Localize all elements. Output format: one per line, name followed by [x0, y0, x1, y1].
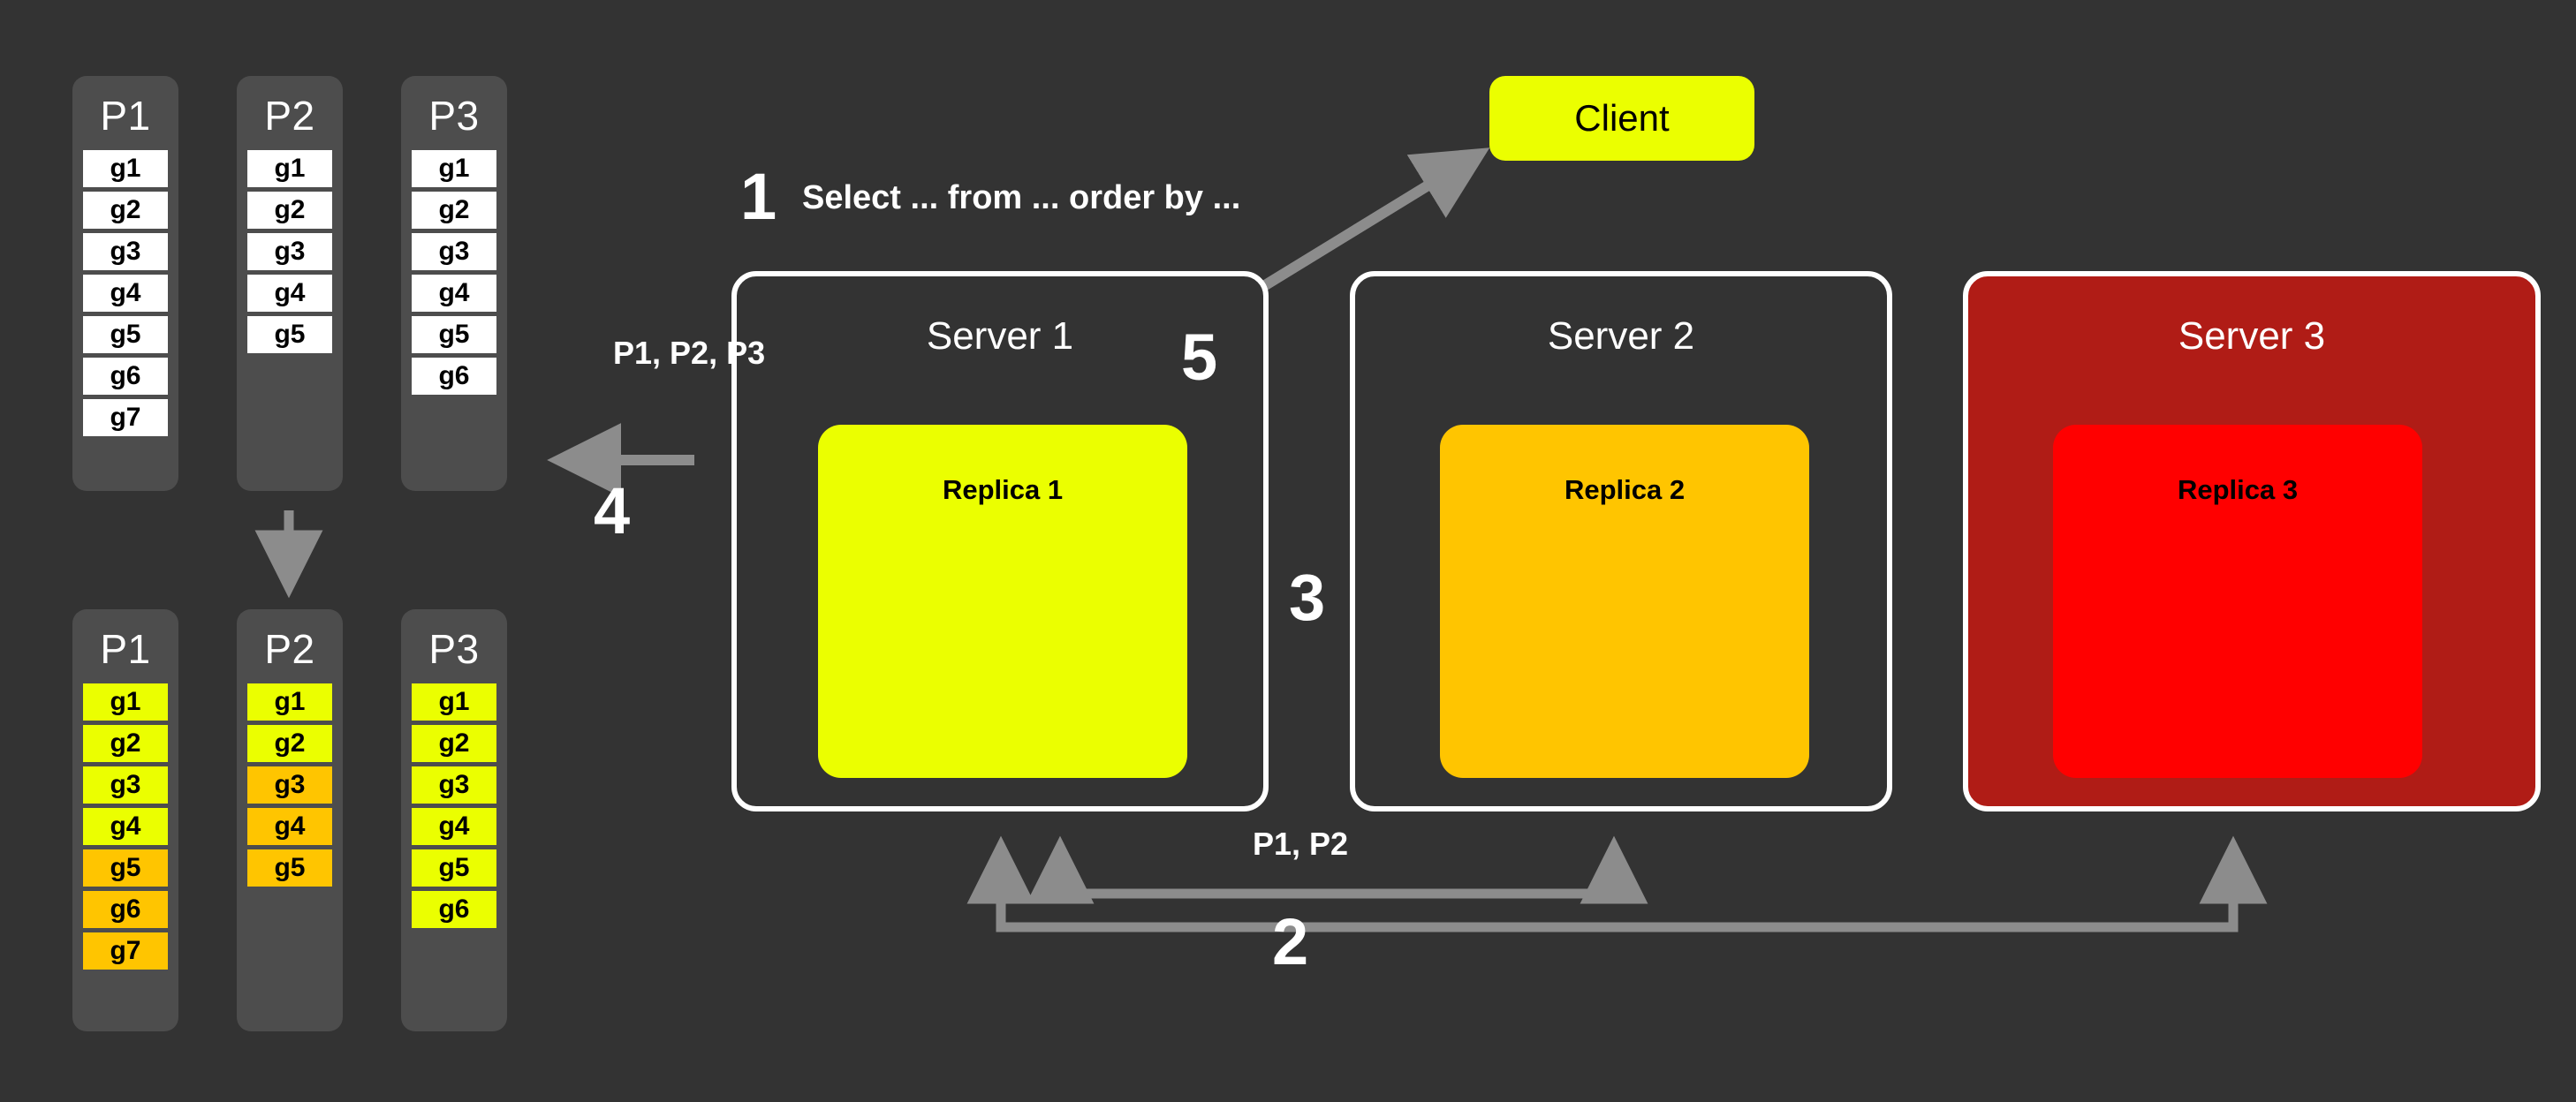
- partition-title: P1: [100, 626, 151, 672]
- partition-cell: g3: [412, 766, 496, 804]
- partition-cell: g4: [83, 275, 168, 312]
- partition-cell: g3: [412, 233, 496, 270]
- step-number-4: 4: [594, 474, 631, 547]
- server-3-box[interactable]: Server 3 Replica 3: [1963, 271, 2541, 811]
- client-box[interactable]: Client: [1489, 76, 1754, 161]
- partition-cell: g6: [83, 358, 168, 395]
- partition-cell: g2: [412, 192, 496, 229]
- partition-cell: g3: [83, 233, 168, 270]
- partition-title: P3: [428, 93, 480, 139]
- step-number-3: 3: [1289, 561, 1326, 634]
- label-p1-p2: P1, P2: [1253, 826, 1349, 862]
- partition-cell: g2: [412, 725, 496, 762]
- query-text: Select ... from ... order by ...: [802, 179, 1241, 216]
- partition-cell: g2: [247, 725, 332, 762]
- replica-label: Replica 2: [1564, 474, 1686, 505]
- client-label: Client: [1574, 97, 1670, 139]
- partition-cells: g1 g2 g3 g4 g5 g6: [401, 150, 507, 395]
- partition-cell: g7: [83, 932, 168, 970]
- partition-cell: g5: [83, 316, 168, 353]
- partition-cell: g3: [247, 233, 332, 270]
- step-number-1: 1: [740, 160, 777, 233]
- partition-cell: g4: [83, 808, 168, 845]
- partition-card-top-p2: P2 g1 g2 g3 g4 g5: [237, 76, 343, 491]
- partition-cell: g5: [412, 849, 496, 887]
- partition-cell: g4: [247, 808, 332, 845]
- partition-cell: g5: [247, 316, 332, 353]
- server-1-box[interactable]: Server 1 Replica 1: [731, 271, 1269, 811]
- partition-card-top-p1: P1 g1 g2 g3 g4 g5 g6 g7: [72, 76, 178, 491]
- partition-cell: g2: [83, 192, 168, 229]
- partition-cell: g6: [412, 358, 496, 395]
- partition-cell: g2: [247, 192, 332, 229]
- partition-card-bottom-p3: P3 g1 g2 g3 g4 g5 g6: [401, 609, 507, 1031]
- partition-cell: g6: [412, 891, 496, 928]
- partition-cell: g4: [412, 275, 496, 312]
- partition-card-bottom-p2: P2 g1 g2 g3 g4 g5: [237, 609, 343, 1031]
- partition-cell: g5: [247, 849, 332, 887]
- partition-cell: g1: [83, 683, 168, 721]
- partition-title: P2: [264, 93, 315, 139]
- partition-cell: g1: [412, 683, 496, 721]
- replica-label: Replica 1: [942, 474, 1064, 505]
- replica-1-box[interactable]: Replica 1: [818, 425, 1187, 778]
- partition-title: P1: [100, 93, 151, 139]
- server-title: Server 2: [1547, 314, 1695, 358]
- partition-cell: g6: [83, 891, 168, 928]
- server-2-box[interactable]: Server 2 Replica 2: [1350, 271, 1892, 811]
- partition-cell: g7: [83, 399, 168, 436]
- step-number-5: 5: [1181, 321, 1218, 394]
- replica-label: Replica 3: [2177, 474, 2299, 505]
- partition-cell: g1: [412, 150, 496, 187]
- partition-cell: g1: [83, 150, 168, 187]
- partition-cell: g4: [247, 275, 332, 312]
- partition-card-top-p3: P3 g1 g2 g3 g4 g5 g6: [401, 76, 507, 491]
- server-title: Server 1: [926, 314, 1074, 358]
- partition-cell: g5: [412, 316, 496, 353]
- step-number-2: 2: [1272, 905, 1309, 978]
- arrow-server2-to-server1: [1026, 835, 1648, 904]
- arrow-server3-to-server1: [966, 835, 2268, 932]
- partition-cells: g1 g2 g3 g4 g5: [237, 683, 343, 887]
- partition-cell: g3: [83, 766, 168, 804]
- replica-3-box[interactable]: Replica 3: [2053, 425, 2422, 778]
- server-title: Server 3: [2178, 314, 2326, 358]
- label-p1-p2-p3: P1, P2, P3: [613, 335, 766, 371]
- replica-2-box[interactable]: Replica 2: [1440, 425, 1809, 778]
- partition-cell: g2: [83, 725, 168, 762]
- partition-cell: g1: [247, 683, 332, 721]
- partition-cell: g1: [247, 150, 332, 187]
- partition-cells: g1 g2 g3 g4 g5 g6 g7: [72, 683, 178, 970]
- partition-title: P3: [428, 626, 480, 672]
- partition-card-bottom-p1: P1 g1 g2 g3 g4 g5 g6 g7: [72, 609, 178, 1031]
- partition-cells: g1 g2 g3 g4 g5: [237, 150, 343, 353]
- partition-cells: g1 g2 g3 g4 g5 g6: [401, 683, 507, 928]
- partition-title: P2: [264, 626, 315, 672]
- partition-cell: g5: [83, 849, 168, 887]
- partition-cell: g4: [412, 808, 496, 845]
- partition-cells: g1 g2 g3 g4 g5 g6 g7: [72, 150, 178, 436]
- partition-cell: g3: [247, 766, 332, 804]
